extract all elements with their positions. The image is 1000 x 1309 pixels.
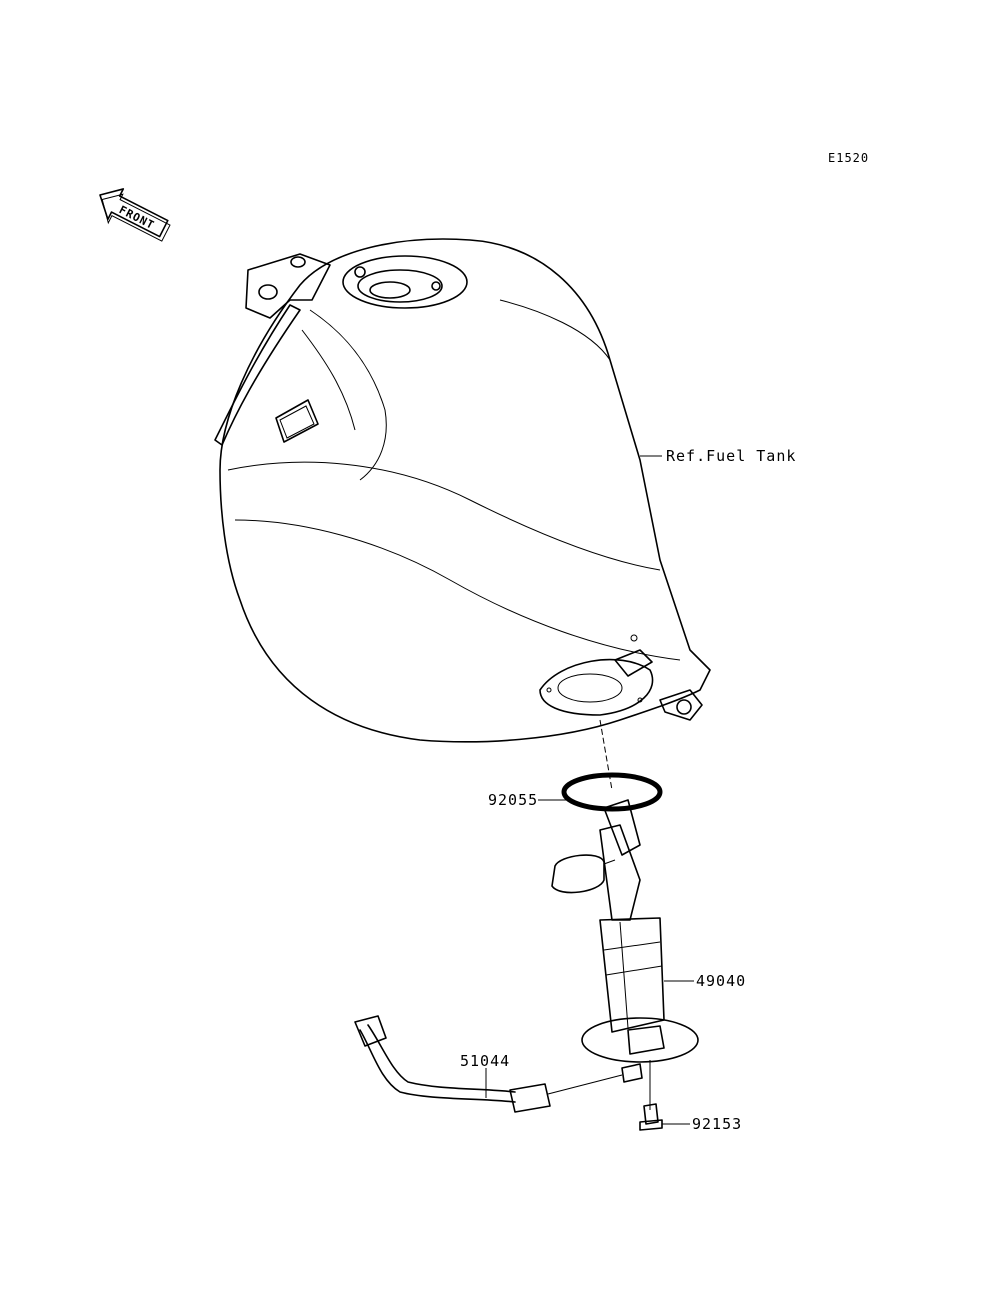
callout-hose: 51044 (460, 1052, 510, 1070)
fuel-tank (214, 238, 711, 743)
o-ring (561, 772, 663, 812)
front-arrow-icon: FRONT (99, 188, 171, 242)
fuel-hose (354, 1015, 623, 1113)
callout-bolt: 92153 (692, 1115, 742, 1133)
callout-o-ring: 92055 (488, 791, 538, 809)
callout-fuel-pump: 49040 (696, 972, 746, 990)
fuel-pump (551, 799, 699, 1083)
assembly-line (599, 719, 613, 791)
bolt (639, 1060, 663, 1131)
callout-fuel-tank: Ref.Fuel Tank (666, 447, 796, 465)
diagram-code: E1520 (828, 151, 869, 165)
